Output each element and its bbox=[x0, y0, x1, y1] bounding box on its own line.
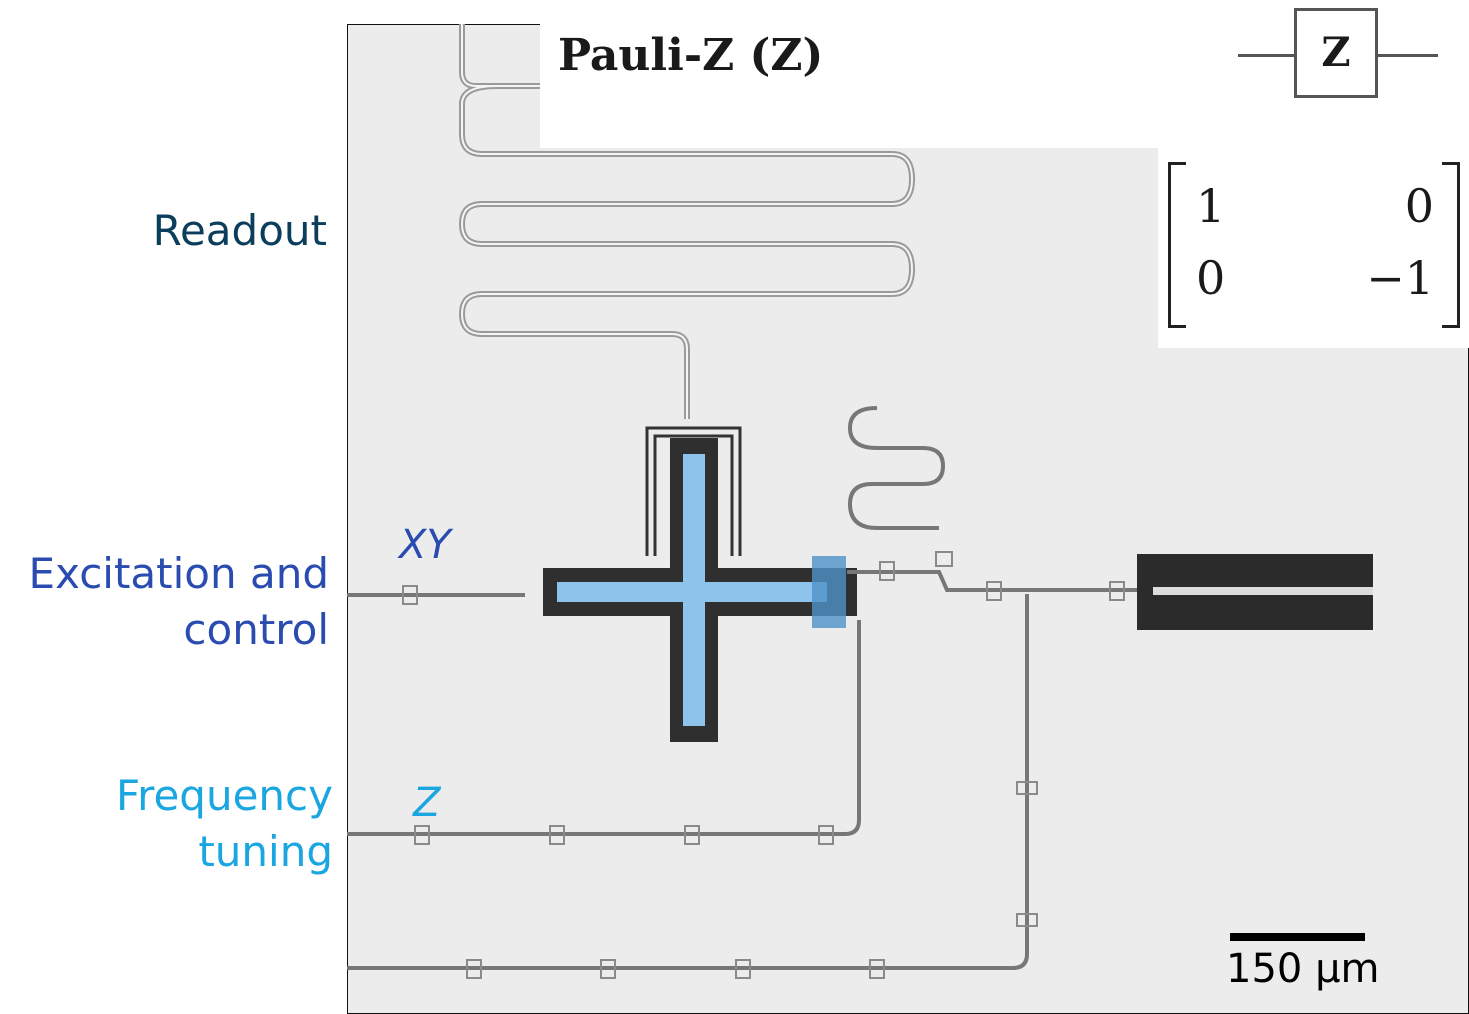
scale-bar-label: 150 μm bbox=[1226, 946, 1380, 992]
readout-resonator-center bbox=[460, 24, 914, 419]
matrix-bracket-right bbox=[1442, 162, 1460, 328]
matrix-cell-01: 0 bbox=[1404, 179, 1434, 233]
gate-title: Pauli-Z (Z) bbox=[558, 30, 824, 81]
matrix-cell-10: 0 bbox=[1196, 251, 1226, 305]
output-pad bbox=[1137, 554, 1373, 630]
qubit-highlight-horizontal bbox=[557, 582, 827, 602]
gate-wire-right bbox=[1378, 54, 1438, 57]
gate-matrix-panel bbox=[1158, 148, 1469, 348]
scale-bar bbox=[1230, 933, 1365, 941]
matrix-cell-00: 1 bbox=[1196, 179, 1226, 233]
gate-circuit-symbol: Z bbox=[1238, 8, 1438, 104]
gate-symbol-box: Z bbox=[1294, 8, 1378, 98]
small-meander bbox=[847, 406, 946, 530]
bottom-bus-line bbox=[347, 594, 1029, 970]
matrix-cell-11: −1 bbox=[1366, 251, 1434, 305]
squid-highlight bbox=[812, 556, 846, 628]
gate-wire-left bbox=[1238, 54, 1294, 57]
xmon-qubit bbox=[543, 438, 857, 742]
readout-label: Readout bbox=[152, 206, 327, 255]
z-flux-line bbox=[347, 620, 861, 836]
z-label: Z bbox=[412, 780, 442, 826]
xy-label: XY bbox=[397, 522, 454, 568]
excitation-control-label: Excitation and control bbox=[28, 549, 329, 654]
gate-matrix: 1 0 0 −1 bbox=[1168, 162, 1460, 328]
coupling-claw bbox=[645, 426, 742, 556]
airbridges bbox=[402, 551, 1125, 979]
frequency-tuning-label: Frequency tuning bbox=[116, 771, 333, 876]
matrix-bracket-left bbox=[1168, 162, 1186, 328]
